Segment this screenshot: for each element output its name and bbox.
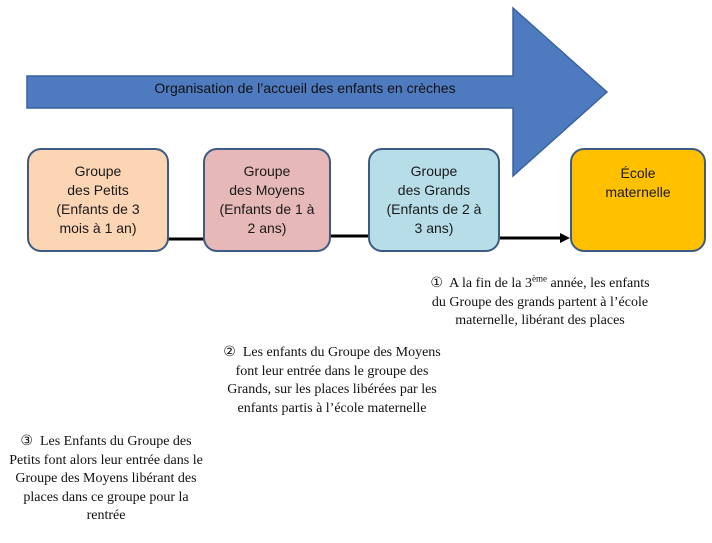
process-big-arrow bbox=[26, 6, 609, 178]
box-moyens-line1: Groupe bbox=[243, 163, 291, 179]
box-ecole-line2: maternelle bbox=[605, 184, 671, 200]
box-grands-line3: (Enfants de 2 à bbox=[386, 201, 482, 217]
note-step-3: ③ Les Enfants du Groupe des Petits font … bbox=[6, 432, 206, 526]
box-moyens-line3: (Enfants de 1 à bbox=[219, 201, 315, 217]
note-2-text: Les enfants du Groupe des Moyens font le… bbox=[227, 345, 441, 416]
note-1-text-a: A la fin de la 3 bbox=[449, 276, 532, 291]
box-ecole-maternelle: École maternelle bbox=[570, 148, 706, 252]
note-step-1: ① A la fin de la 3ème année, les enfants… bbox=[425, 274, 655, 331]
box-moyens-line2: des Moyens bbox=[229, 182, 305, 198]
box-groupe-moyens: Groupe des Moyens (Enfants de 1 à 2 ans) bbox=[203, 148, 331, 252]
note-1-text-b: année, les enfants du Groupe des grands … bbox=[431, 276, 650, 328]
note-1-superscript: ème bbox=[531, 273, 547, 284]
box-petits-line1: Groupe bbox=[74, 163, 122, 179]
box-petits-line2: des Petits bbox=[67, 182, 129, 198]
note-step-2: ② Les enfants du Groupe des Moyens font … bbox=[212, 343, 452, 418]
box-groupe-petits: Groupe des Petits (Enfants de 3 mois à 1… bbox=[27, 148, 169, 252]
box-groupe-grands: Groupe des Grands (Enfants de 2 à 3 ans) bbox=[368, 148, 500, 252]
box-grands-line2: des Grands bbox=[397, 182, 471, 198]
box-grands-line1: Groupe bbox=[410, 163, 458, 179]
box-ecole-line1: École bbox=[620, 165, 656, 181]
box-petits-line3: (Enfants de 3 bbox=[56, 201, 140, 217]
box-grands-line4: 3 ans) bbox=[414, 220, 454, 236]
note-3-number: ③ bbox=[20, 433, 33, 449]
note-3-text: Les Enfants du Groupe des Petits font al… bbox=[9, 434, 203, 523]
note-2-number: ② bbox=[223, 344, 236, 360]
connector-arrowhead-grands-ecole bbox=[560, 233, 570, 243]
arrow-title: Organisation de l’accueil des enfants en… bbox=[154, 80, 456, 96]
note-1-number: ① bbox=[430, 275, 443, 291]
box-moyens-line4: 2 ans) bbox=[247, 220, 287, 236]
box-petits-line4: mois à 1 an) bbox=[59, 220, 137, 236]
